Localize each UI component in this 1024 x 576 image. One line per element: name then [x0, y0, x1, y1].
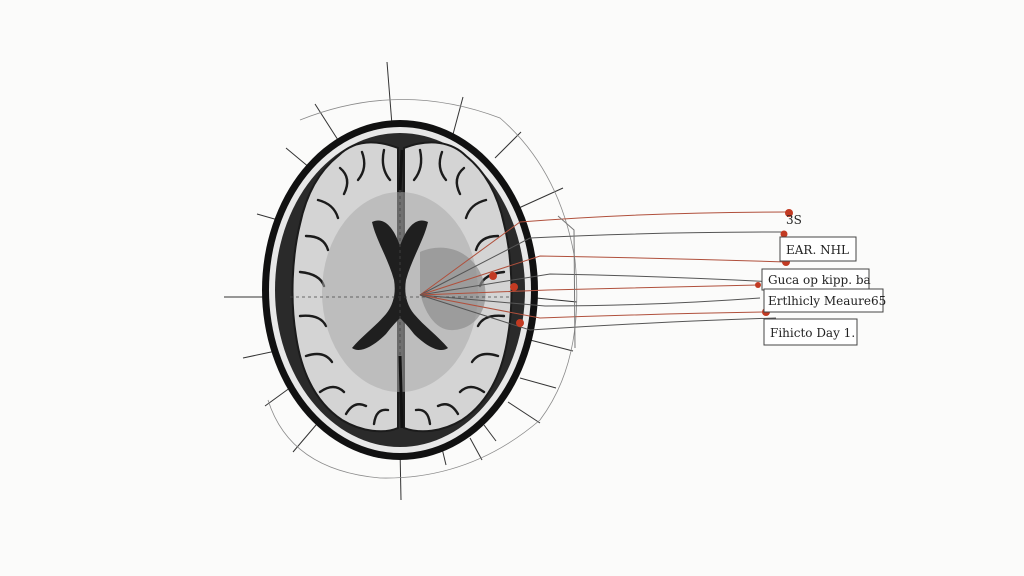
marker-4: [785, 209, 793, 217]
label-texts: 3S EAR. NHL Guca op kipp. ba Ertlhicly M…: [768, 213, 886, 340]
cortical-folds: [298, 148, 506, 426]
label-1-text: 3S: [786, 213, 802, 227]
marker-5: [780, 230, 788, 238]
lateral-ventricles: [352, 220, 448, 351]
marker-1: [489, 272, 497, 280]
marker-7: [755, 282, 761, 288]
lesion-region: [420, 247, 486, 331]
longitudinal-fissure-back: [398, 355, 404, 429]
measurement-ticks: [224, 61, 578, 501]
label-box-4: [763, 288, 884, 313]
label-box-2: [779, 236, 857, 262]
label-4-text: Ertlhicly Meaure65: [768, 294, 886, 308]
label-5-text: Fihicto Day 1.: [770, 326, 855, 340]
label-box-5: [763, 318, 858, 346]
outer-contour: [267, 99, 578, 479]
brain-axial-slice: [262, 120, 538, 460]
marker-3: [516, 319, 524, 327]
label-2-text: EAR. NHL: [786, 243, 849, 257]
longitudinal-fissure-front: [398, 149, 404, 191]
label-boxes: [761, 236, 884, 346]
marker-2: [510, 283, 518, 291]
label-3-text: Guca op kipp. ba: [768, 273, 871, 287]
leader-lines: [419, 211, 787, 349]
